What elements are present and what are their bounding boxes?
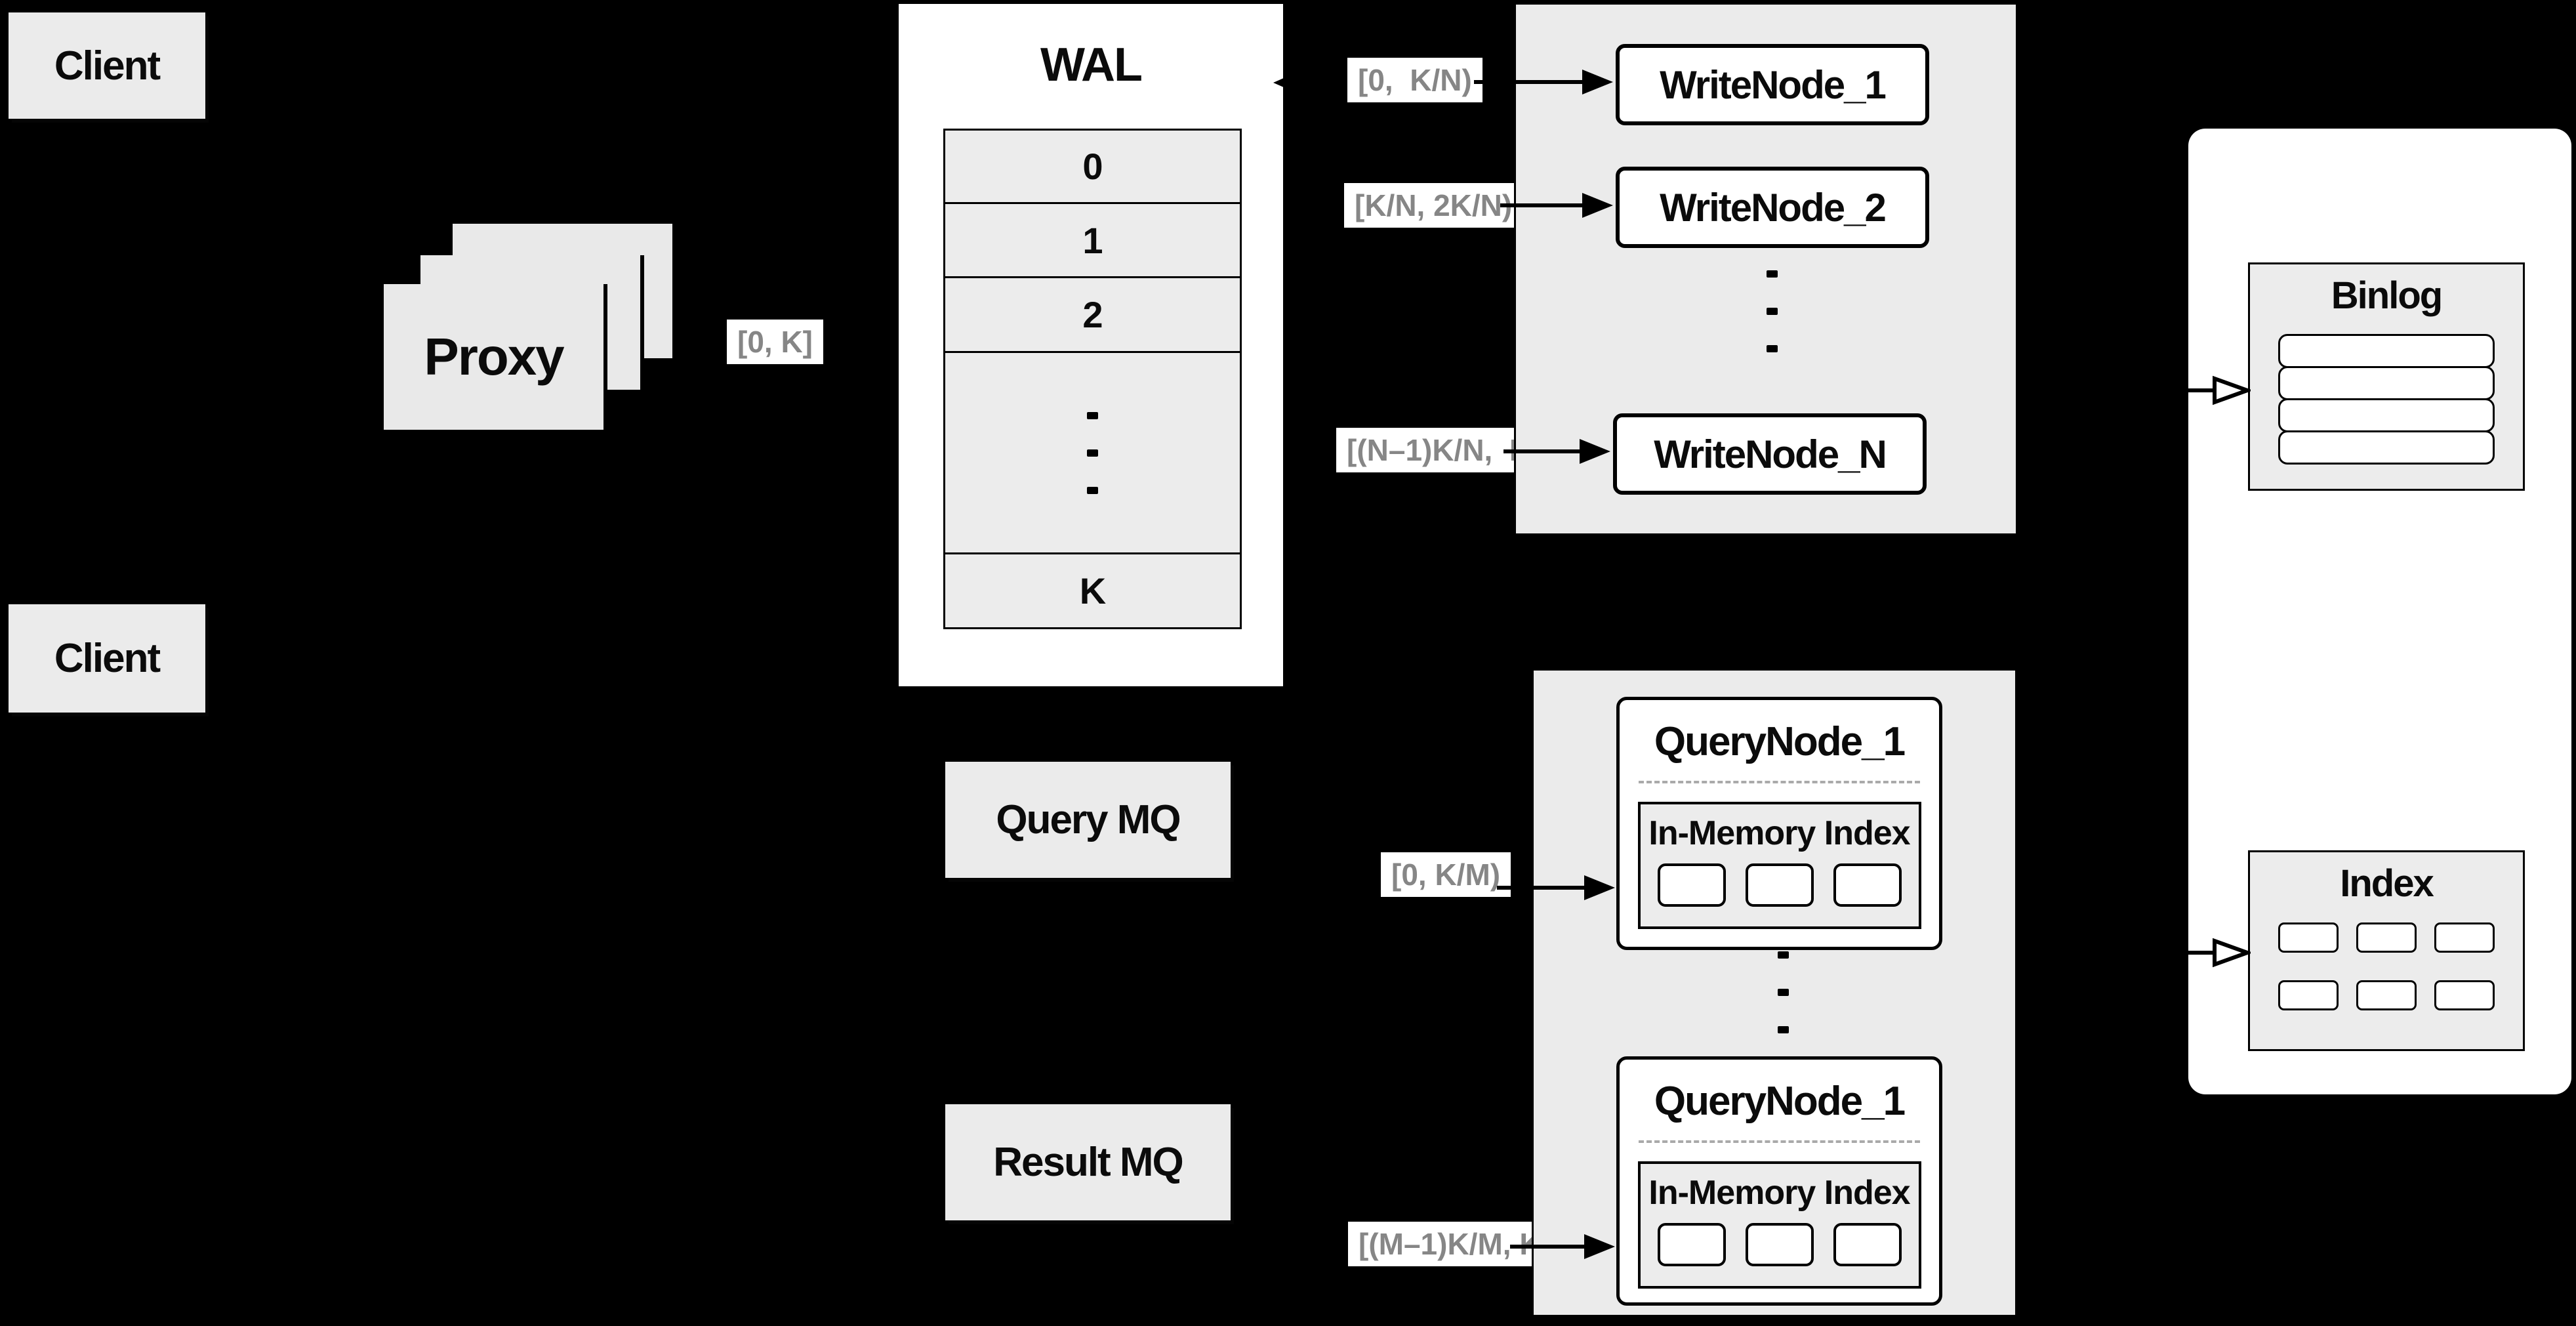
binlog-row [2278,430,2495,465]
in-memory-index-bottom-label: In-Memory Index [1648,1174,1910,1212]
query-node-top: QueryNode_1 In-Memory Index [1616,697,1942,950]
arrow-to-write-node-2-icon [1500,193,1613,218]
wal-edge-arrow-stub-icon [1273,75,1290,90]
index-cell [2278,980,2339,1010]
dashed-divider [1639,1140,1920,1143]
arrow-to-query-node-top-icon [1497,875,1615,900]
index-cell [2434,922,2495,953]
range-label-query-1: [0, K/M) [1381,852,1511,898]
binlog-row [2278,366,2495,400]
segment-cells [1657,1223,1902,1266]
segment-cell [1657,863,1726,907]
write-node-1-label: WriteNode_1 [1660,62,1887,107]
query-node-top-title: QueryNode_1 [1654,719,1906,764]
binlog-row [2278,398,2495,432]
write-node-n: WriteNode_N [1613,413,1927,495]
range-label-write-2: [K/N, 2K/N) [1344,183,1523,228]
write-node-n-label: WriteNode_N [1654,432,1887,476]
wal-row-0: 0 [943,129,1242,204]
query-node-bottom: QueryNode_1 In-Memory Index [1616,1056,1942,1306]
segment-cell [1657,1223,1726,1266]
vertical-ellipsis-icon [1767,270,1778,352]
vertical-ellipsis-icon [1778,951,1789,1033]
index-cell [2356,922,2417,953]
result-mq-node: Result MQ [945,1104,1231,1220]
dashed-divider [1639,781,1920,783]
vertical-ellipsis-icon [1087,411,1098,494]
arrow-to-write-node-1-icon [1474,70,1613,94]
write-node-1: WriteNode_1 [1616,44,1929,125]
index-cells [2278,922,2495,1010]
range-label-proxy-wal: [0, K] [727,320,823,365]
range-label-write-1: [0, K/N) [1347,58,1482,103]
wal-row-2: 2 [943,276,1242,353]
hollow-arrow-to-binlog-icon [2188,375,2251,405]
query-node-group: QueryNode_1 In-Memory Index QueryNode_1 … [1532,669,2017,1317]
hollow-arrow-to-index-icon [2188,938,2251,968]
segment-cell [1833,863,1902,907]
arrow-to-query-node-bottom-icon [1510,1234,1615,1259]
wal-row-k: K [943,552,1242,629]
in-memory-index-top-label: In-Memory Index [1648,814,1910,852]
client-node-bottom: Client [9,604,205,713]
binlog-title: Binlog [2331,274,2443,317]
write-node-group: WriteNode_1 WriteNode_2 WriteNode_N [1514,3,2018,535]
store-engine-panel: Store Engine Binlog Index [2188,129,2571,1094]
index-cell [2278,922,2339,953]
client-top-label: Client [54,43,161,89]
wal-segment-table: 0 1 2 K [943,129,1242,629]
index-cell [2356,980,2417,1010]
proxy-label: Proxy [424,327,564,386]
segment-cell [1833,1223,1902,1266]
query-node-bottom-title: QueryNode_1 [1654,1079,1906,1124]
binlog-row [2278,334,2495,368]
wal-title: WAL [1040,39,1143,91]
write-node-2: WriteNode_2 [1616,167,1929,248]
in-memory-index-top: In-Memory Index [1637,802,1921,929]
segment-cells [1657,863,1902,907]
client-bottom-label: Client [54,636,161,681]
client-node-top: Client [9,12,205,119]
result-mq-label: Result MQ [993,1140,1184,1185]
range-label-query-m: [(M–1)K/M, K] [1348,1222,1562,1267]
query-mq-node: Query MQ [945,762,1231,878]
binlog-panel: Binlog [2248,262,2525,491]
in-memory-index-bottom: In-Memory Index [1637,1161,1921,1289]
index-title: Index [2340,862,2434,905]
wal-row-1: 1 [943,202,1242,278]
index-cell [2434,980,2495,1010]
wal-row-ellipsis [943,351,1242,554]
proxy-node: Proxy [384,284,607,434]
segment-cell [1745,1223,1814,1266]
segment-cell [1745,863,1814,907]
write-node-2-label: WriteNode_2 [1660,185,1887,230]
arrow-to-write-node-n-icon [1503,439,1610,464]
wal-panel: WAL 0 1 2 K [897,3,1284,688]
binlog-rows [2278,334,2495,465]
query-mq-label: Query MQ [996,797,1181,842]
index-panel: Index [2248,850,2525,1051]
